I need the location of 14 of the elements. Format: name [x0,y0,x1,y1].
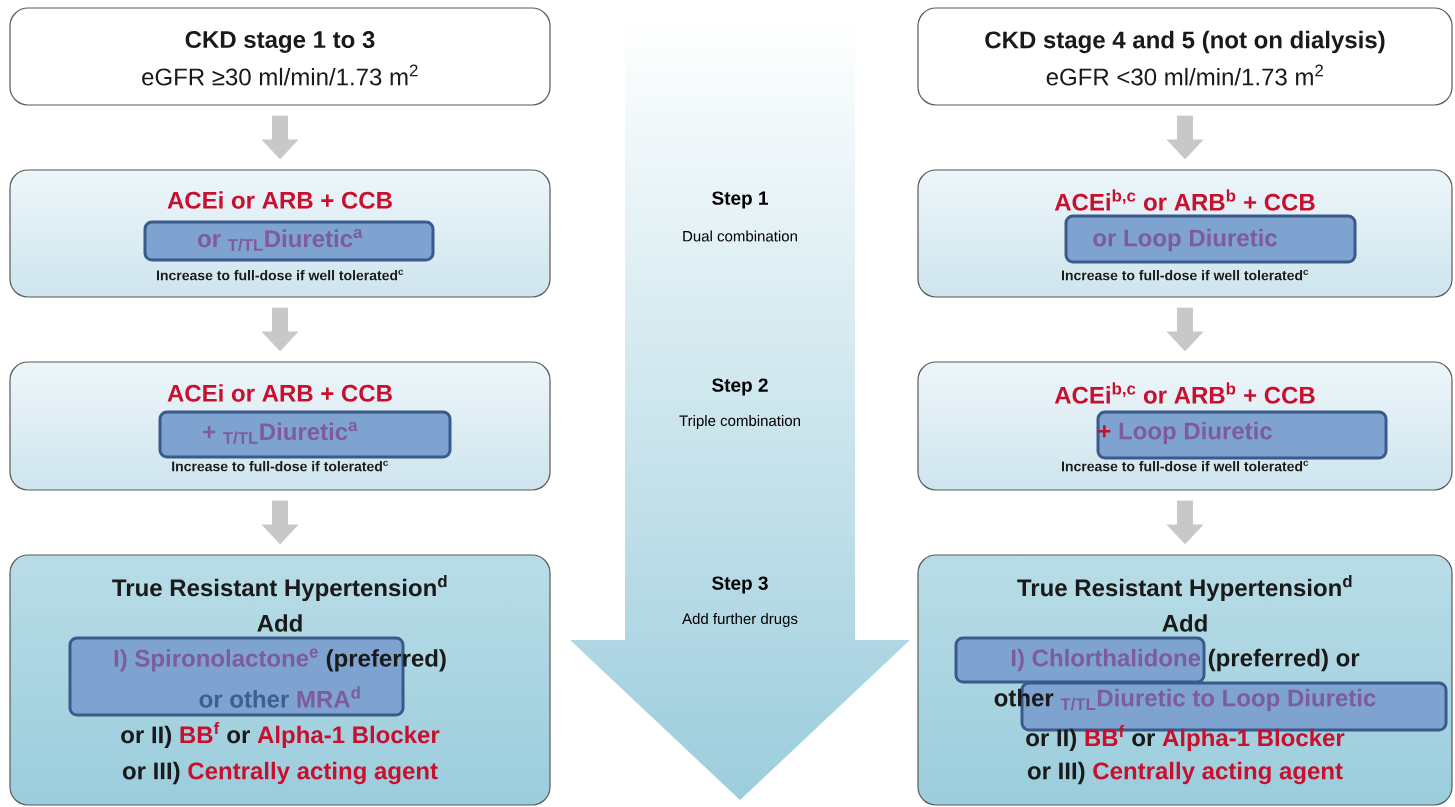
process-box: True Resistant Hypertension$^{d}$ Add I) Spironolactone$^{e}$ (preferred) or other MRA$^{d}$ or II) BB$^{f}$ or Alpha-1 Blocker or III) Centrally acting agent [9,554,551,806]
process-box: ACEi$^{b,c}$ or ARB$^{b}$ + CCB + Loop Diuretic Increase to full-dose if well tolerated$^{c}$ [917,361,1453,491]
step-label: Triple combination [679,415,800,429]
step-label: Step 2 [712,378,768,396]
step-label: Dual combination [683,230,797,242]
process-box: True Resistant Hypertension$^{d}$ Add I) Chlorthalidone (preferred) or other $_{T/TL}$Diuretic to Loop Diuretic or II) BB$^{f}$ or Alpha-1 Blocker or III) Centrally acting agent [917,554,1453,806]
process-box: ACEi$^{b,c}$ or ARB$^{b}$ + CCB or Loop Diuretic Increase to full-dose if well tolerated$^{c}$ [917,169,1453,298]
step-label: Step 3 [712,576,768,594]
process-box: CKD stage 1 to 3 eGFR ≥30 ml/min/1.73 m$^{2}$ [9,7,551,106]
step-label: Step 1 [712,191,768,209]
step-label: Add further drugs [682,613,798,627]
process-box: CKD stage 4 and 5 (not on dialysis) eGFR <30 ml/min/1.73 m$^{2}$ [917,7,1453,106]
process-box: ACEi or ARB + CCB + $_{T/TL}$Diuretic$^{a}$ Increase to full-dose if tolerated$^{c}$ [9,361,551,491]
process-box: ACEi or ARB + CCB or $_{T/TL}$Diuretic$^{a}$ Increase to full-dose if well tolerated$^{c}$ [9,169,551,298]
